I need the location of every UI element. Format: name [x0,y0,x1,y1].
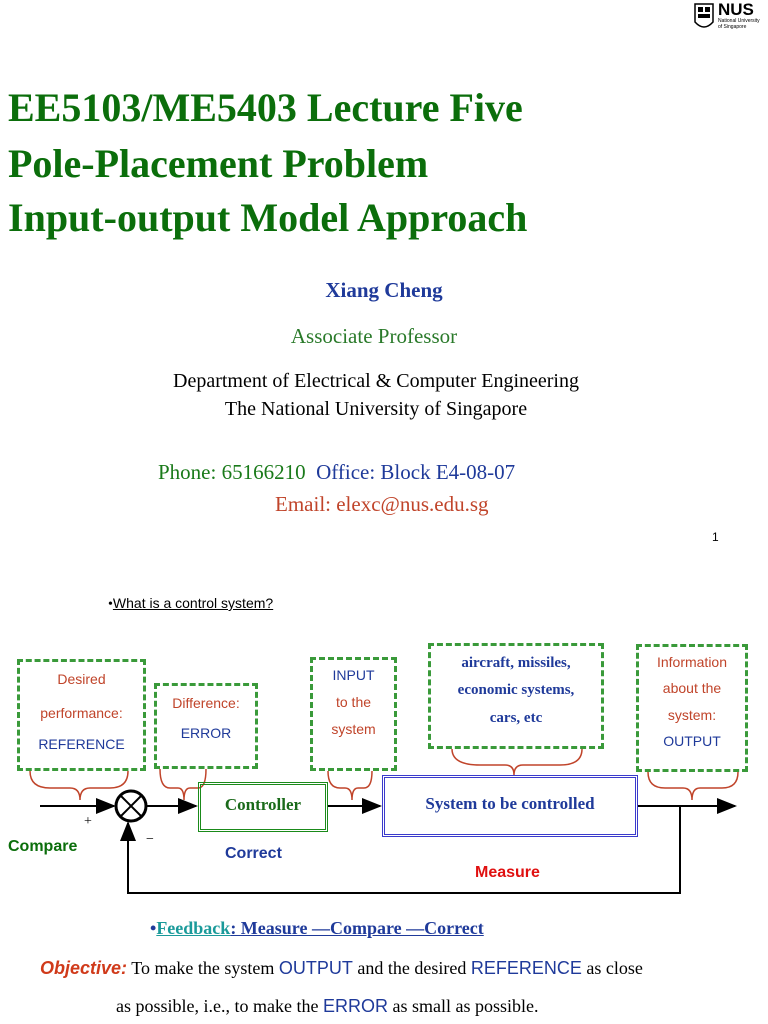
error-line-1: Difference: [172,695,240,711]
department-line-1: Department of Electrical & Computer Engi… [173,370,579,392]
keyword-output: OUTPUT [278,958,353,978]
reference-line-1: Desired [57,671,106,687]
examples-line-2: economic systems, [457,682,575,698]
feedback-description: : Measure —Compare —Correct [230,918,484,938]
reference-line-3: REFERENCE [38,736,125,752]
objective-text-1b: and the desired [352,958,471,978]
page-number: 1 [712,530,719,544]
objective-text-2a: as possible, i.e., to make the [116,996,323,1016]
correct-label: Correct [225,845,282,862]
objective-text-1c: as close [581,958,643,978]
feedback-link[interactable]: Feedback [156,918,231,938]
examples-line-1: aircraft, missiles, [461,655,571,671]
question-heading: •What is a control system? [108,595,273,613]
output-line-3: system: [667,707,717,723]
author-name: Xiang Cheng [325,278,443,302]
objective-line-2: as possible, i.e., to make the ERROR as … [116,996,538,1017]
error-box [154,683,258,769]
output-line-4: OUTPUT [663,733,721,749]
output-line-2: about the [662,680,722,696]
bullet: • [150,918,157,938]
controller-block [198,782,328,832]
error-line-2: ERROR [180,725,232,741]
question-text: What is a control system? [112,595,274,611]
reference-line-2: performance: [40,705,123,721]
examples-box [428,643,604,749]
minus-sign: − [146,832,154,847]
nus-logo-text: NUS [718,0,754,19]
input-line-2: to the [335,694,372,710]
email-text: Email: elexc@nus.edu.sg [275,492,489,516]
keyword-error: ERROR [322,996,388,1016]
input-line-1: INPUT [332,667,375,683]
compare-label: Compare [8,838,78,855]
objective-text-2b: as small as possible. [387,996,539,1016]
lecture-title-line-3: Input-output Model Approach [8,195,528,240]
output-line-1: Information [656,654,728,670]
bullet: • [108,597,113,612]
lecture-title-line-1: EE5103/ME5403 Lecture Five [8,85,523,130]
measure-label: Measure [475,864,540,881]
examples-line-3: cars, etc [489,710,543,726]
controller-label: Controller [224,795,302,814]
keyword-reference: REFERENCE [470,958,582,978]
feedback-line: •Feedback: Measure —Compare —Correct [150,918,484,939]
objective-text-1a: To make the system [127,958,279,978]
author-position: Associate Professor [290,324,458,348]
objective-line-1: Objective: To make the system OUTPUT and… [40,958,643,979]
objective-label: Objective: [40,958,128,978]
department-line-2: The National University of Singapore [224,398,528,420]
phone-text: Phone: 65166210 [158,460,306,484]
system-label: System to be controlled [425,794,595,813]
input-line-3: system [331,721,376,737]
nus-logo-subtitle: National University of Singapore [718,18,760,30]
office-text: Office: Block E4-08-07 [316,460,516,484]
plus-sign: + [84,814,92,829]
nus-crest-icon [694,3,714,28]
system-block [382,775,638,837]
lecture-title-line-2: Pole-Placement Problem [8,141,429,186]
contact-line: Phone: 65166210 Office: Block E4-08-07 [158,460,515,485]
input-box [310,657,397,771]
output-box [636,644,748,772]
reference-box [17,659,146,771]
